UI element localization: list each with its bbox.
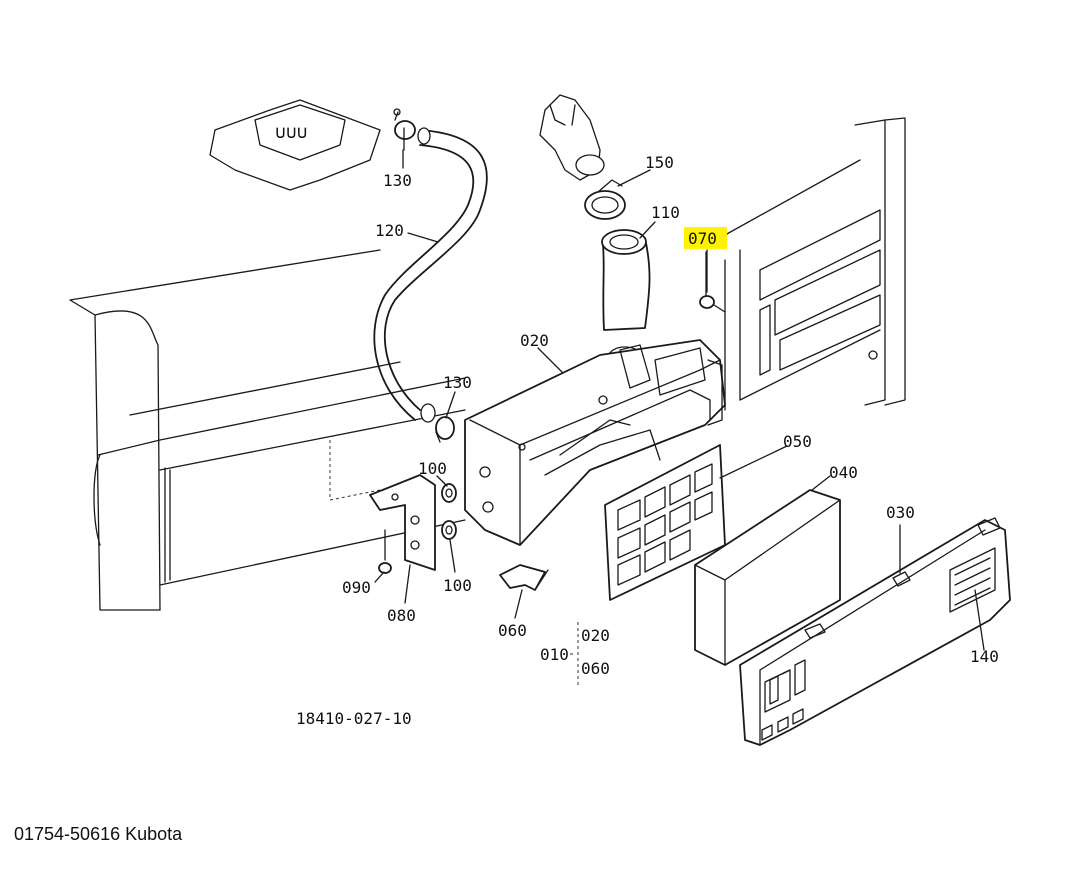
callout-130-top: 130 — [383, 171, 412, 190]
callout-070: 070 — [688, 229, 717, 248]
hose-120 — [373, 127, 488, 423]
hood-outline — [69, 249, 466, 611]
clamp-130-top — [393, 108, 416, 151]
callout-120: 120 — [375, 221, 404, 240]
grommet-100-upper — [441, 483, 457, 503]
side-panel-right — [724, 117, 906, 411]
parts-diagram: ∪∪∪ — [69, 94, 1011, 746]
callout-140: 140 — [970, 647, 999, 666]
hose-110 — [601, 229, 651, 366]
callout-080: 080 — [387, 606, 416, 625]
tank-020 — [464, 339, 726, 546]
callout-090: 090 — [342, 578, 371, 597]
filter-040 — [694, 489, 841, 666]
cover-030 — [739, 517, 1011, 746]
callout-020-group: 020 — [581, 626, 610, 645]
bolt-090 — [378, 529, 392, 574]
leader-lines — [374, 149, 985, 685]
callout-020: 020 — [520, 331, 549, 350]
callout-060: 060 — [498, 621, 527, 640]
callout-100-lower: 100 — [443, 576, 472, 595]
clip-060 — [499, 564, 549, 591]
clamp-130-bottom — [435, 416, 455, 443]
bolt-070 — [699, 251, 726, 313]
callout-050: 050 — [783, 432, 812, 451]
svg-text:∪∪∪: ∪∪∪ — [275, 122, 308, 143]
elbow-fitting — [539, 94, 605, 181]
grommet-100-lower — [441, 520, 457, 540]
callout-100-upper: 100 — [418, 459, 447, 478]
bracket-080 — [369, 474, 436, 571]
part-caption: 01754-50616 Kubota — [14, 824, 183, 844]
callout-labels: 150 110 070 130 120 130 020 050 040 030 … — [296, 153, 999, 728]
highlight-070 — [684, 227, 727, 249]
callout-130-bottom: 130 — [443, 373, 472, 392]
callout-040: 040 — [829, 463, 858, 482]
callout-110: 110 — [651, 203, 680, 222]
callout-030: 030 — [886, 503, 915, 522]
reserve-tank: ∪∪∪ — [209, 99, 381, 191]
callout-060-group: 060 — [581, 659, 610, 678]
drawing-number: 18410-027-10 — [296, 709, 412, 728]
callout-010: 010 — [540, 645, 569, 664]
clamp-150 — [584, 179, 626, 220]
callout-150: 150 — [645, 153, 674, 172]
